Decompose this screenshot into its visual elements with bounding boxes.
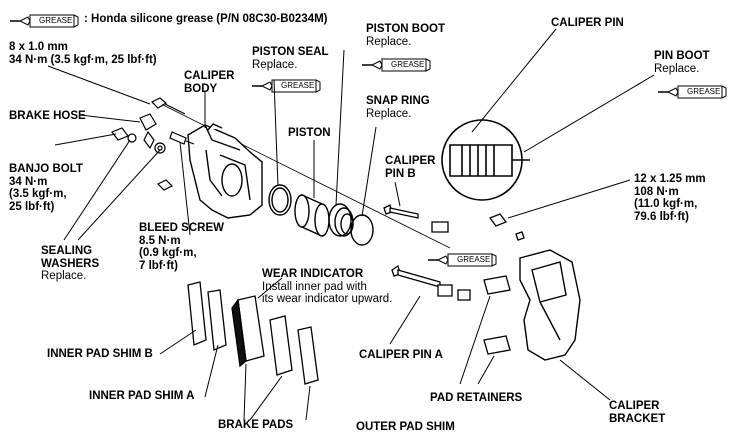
inner-pad-shim-b-drawing [187,281,207,346]
piston-seal-label: PISTON SEAL Replace. [252,46,329,71]
bleed-screw-label: BLEED SCREW 8.5 N·m (0.9 kgf·m, 7 lbf·ft… [139,222,224,272]
grease-tag-piston-boot: GREASE [391,60,425,69]
caliper-bracket-drawing [519,249,581,361]
small-bolt-drawing [156,179,174,191]
bracket-bolt-spec-label: 12 x 1.25 mm 108 N·m (11.0 kgf·m, 79.6 l… [634,173,706,223]
banjo-bolt-label: BANJO BOLT 34 N·m (3.5 kgf·m, 25 lbf·ft) [9,163,83,213]
caliper-bracket-label: CALIPER BRACKET [609,400,666,425]
pad-retainers-drawing [483,275,511,355]
outer-pad-shim-label: OUTER PAD SHIM [356,421,455,433]
outer-pad-shim-drawing [297,326,319,385]
leader-lines [47,28,655,421]
pin-boot-a-drawing [437,284,471,301]
bracket-bolt-drawing [488,213,525,241]
caliper-bolt-top-drawing [150,97,186,115]
snap-ring-label: SNAP RING Replace. [366,95,430,120]
caliper-pin-b-drawing [383,204,419,219]
piston-boot-drawing [328,203,354,237]
caliper-pin-a-label: CALIPER PIN A [359,349,443,361]
grease-tag-piston-seal: GREASE [281,81,315,90]
banjo-bolt-drawing [111,127,166,154]
piston-seal-drawing [268,184,292,216]
inner-brake-pad-drawing [231,295,265,368]
snap-ring-drawing [350,214,374,246]
inner-pad-shim-b-label: INNER PAD SHIM B [47,348,153,360]
caliper-body-label: CALIPER BODY [184,70,235,95]
pin-boot-b-drawing [431,221,449,233]
brake-hose-label: BRAKE HOSE [9,110,86,122]
legend-grease-tag: GREASE [39,16,73,25]
brake-hose-drawing [139,113,157,150]
piston-label: PISTON [288,127,331,139]
piston-boot-label: PISTON BOOT Replace. [366,23,446,48]
caliper-pin-detail-circle [441,119,530,201]
pin-boot-label: PIN BOOT Replace. [654,50,710,75]
bolt-spec-top: 8 x 1.0 mm 34 N·m (3.5 kgf·m, 25 lbf·ft) [9,41,157,66]
inner-pad-shim-a-label: INNER PAD SHIM A [89,390,195,402]
outer-brake-pad-drawing [269,315,293,376]
bleed-screw-drawing [169,131,195,145]
caliper-pin-a-drawing [391,264,441,288]
wear-indicator-label: WEAR INDICATOR Install inner pad with it… [262,268,393,305]
sealing-washers-label: SEALING WASHERS Replace. [41,245,100,282]
brake-pads-label: BRAKE PADS [218,419,294,431]
inner-pad-shim-a-drawing [207,289,227,351]
caliper-pin-b-label: CALIPER PIN B [385,155,436,180]
grease-tag-caliper-pins: GREASE [457,255,491,264]
caliper-body-drawing [187,123,263,219]
grease-tag-pin-boot: GREASE [687,87,721,96]
legend-text: : Honda silicone grease (P/N 08C30-B0234… [84,13,328,25]
pad-retainers-label: PAD RETAINERS [430,392,523,404]
piston-drawing [294,193,330,238]
caliper-pin-label: CALIPER PIN [551,17,624,29]
